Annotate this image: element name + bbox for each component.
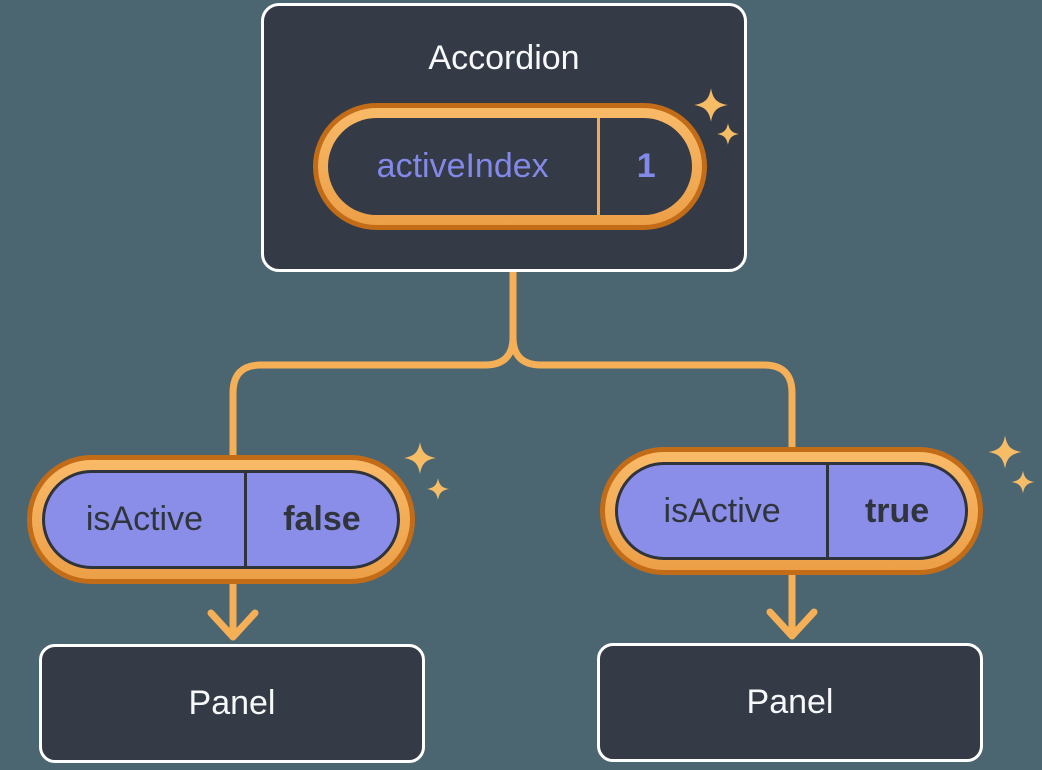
prop-pill-isactive-false: isActive false <box>27 455 415 584</box>
prop-name-label: isActive <box>85 500 203 538</box>
prop-pill-ring: isActive true <box>605 452 978 570</box>
pill-divider <box>826 465 830 557</box>
panel-node-right: Panel <box>597 643 983 762</box>
sparkle-icon <box>426 477 450 501</box>
state-pill-activeindex: activeIndex 1 <box>313 103 707 230</box>
arrow-left-head <box>207 609 259 641</box>
state-pill-ring: activeIndex 1 <box>318 108 702 225</box>
branch-right-line <box>509 267 796 456</box>
arrow-right-head <box>766 608 818 640</box>
prop-pill-ring: isActive false <box>32 460 410 579</box>
sparkle-icon <box>988 435 1022 469</box>
prop-pill-core: isActive true <box>615 462 968 560</box>
sparkle-icon <box>1011 470 1035 494</box>
state-pill-core: activeIndex 1 <box>328 118 692 215</box>
state-value-label: 1 <box>636 147 656 185</box>
branch-left-line <box>229 267 517 464</box>
state-name-label: activeIndex <box>376 147 549 185</box>
accordion-node-label: Accordion <box>428 39 580 77</box>
pill-divider <box>597 118 601 215</box>
prop-name-label: isActive <box>663 491 781 530</box>
prop-value-label: false <box>283 500 361 538</box>
panel-node-label: Panel <box>746 683 834 721</box>
panel-node-label: Panel <box>188 684 276 722</box>
prop-pill-isactive-true: isActive true <box>600 447 983 575</box>
prop-pill-core: isActive false <box>42 470 400 569</box>
pill-divider <box>243 473 247 566</box>
panel-node-left: Panel <box>39 644 425 763</box>
sparkle-icon <box>404 442 436 474</box>
prop-value-label: true <box>864 491 930 530</box>
